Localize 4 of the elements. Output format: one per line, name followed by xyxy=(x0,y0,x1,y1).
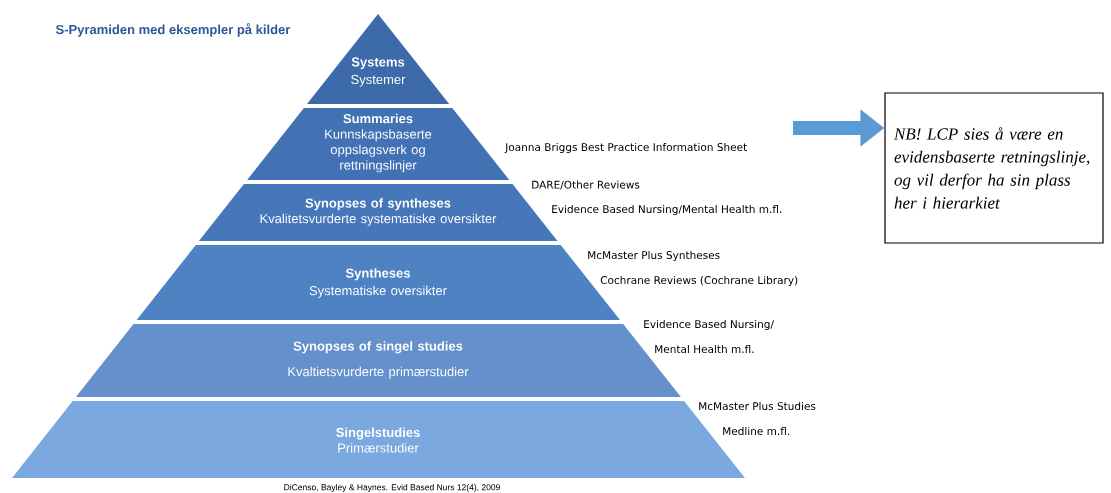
title: S-Pyramiden med eksempler på kilder xyxy=(55,23,291,37)
pyramid-level: Systems Systemer xyxy=(307,14,450,104)
citation: DiCenso, Bayley & Haynes. Evid Based Nurs 12(4), 2009 xyxy=(284,484,500,492)
note-box: NB! LCP sies å være en evidensbaserte retningslinje, og vil derfor ha sin plass her i hierarkiet xyxy=(884,92,1104,244)
